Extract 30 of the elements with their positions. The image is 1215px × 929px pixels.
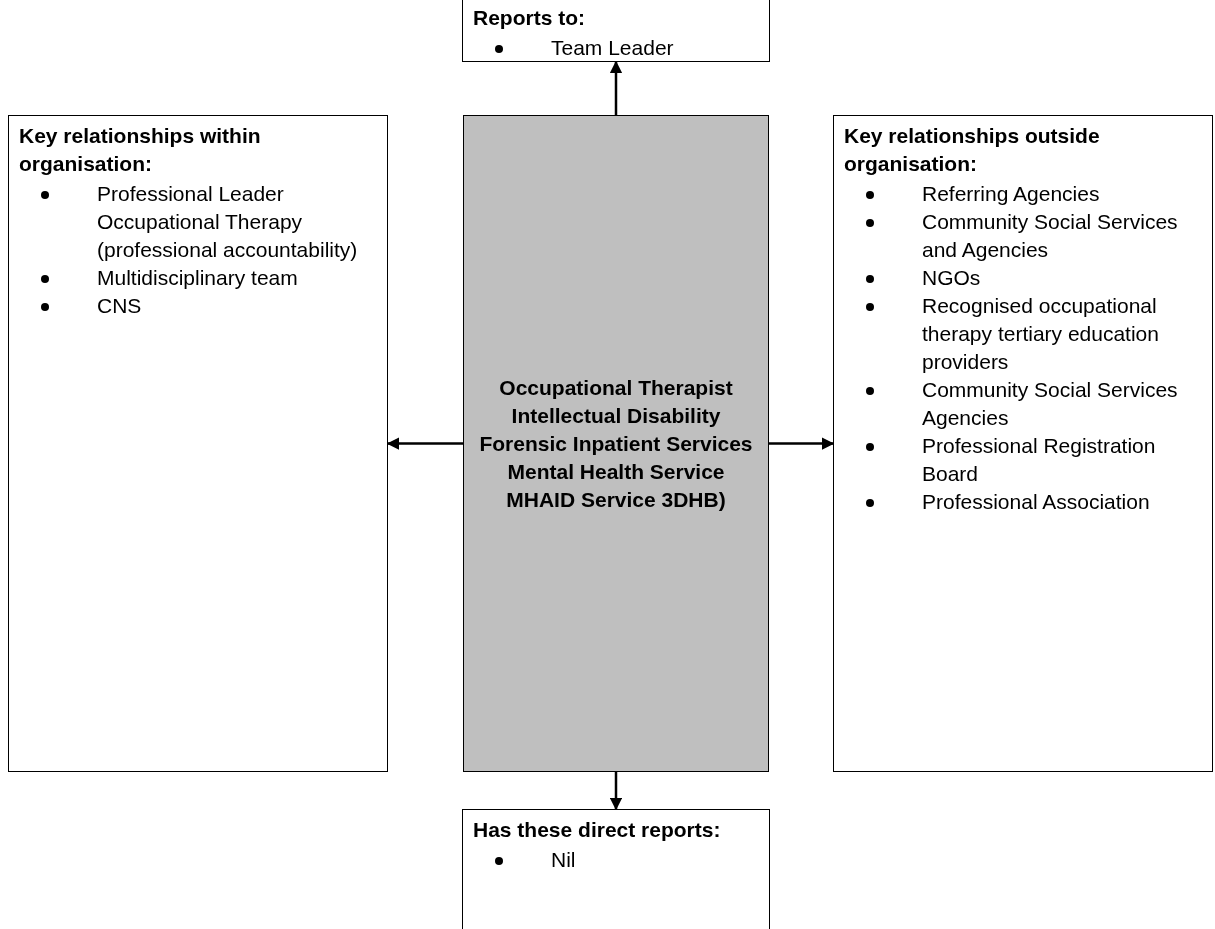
bullet-item: Community Social Services and Agencies <box>922 210 1178 261</box>
relationship-box <box>833 115 1213 772</box>
bullet-item: NGOs <box>922 266 981 289</box>
arrow <box>609 60 623 115</box>
relationship-box <box>8 115 388 772</box>
position-title: Intellectual Disability <box>511 402 721 429</box>
arrow <box>769 437 835 450</box>
relationship-box <box>462 809 770 929</box>
bullet-item: Multidisciplinary team <box>97 266 298 289</box>
bullet-item: Recognised occupational therapy tertiary education providers <box>922 294 1159 373</box>
bullet-item: Team Leader <box>551 36 674 59</box>
position-title: Mental Health Service <box>507 458 725 485</box>
position-title: Occupational Therapist <box>499 374 733 401</box>
box-heading: Has these direct reports: <box>473 817 722 843</box>
bullet-item: Professional Leader Occupational Therapy (professional accountability) <box>97 182 358 261</box>
position-title: Forensic Inpatient Services <box>479 430 753 457</box>
bullet-item: CNS <box>97 294 142 317</box>
arrow <box>386 437 463 450</box>
box-heading: Key relationships within organisation: <box>19 123 262 177</box>
bullet-item: Professional Association <box>922 490 1150 513</box>
box-heading: Reports to: <box>473 5 586 31</box>
bullet-item: Nil <box>551 848 576 871</box>
bullet-item: Professional Registration Board <box>922 434 1156 485</box>
arrow <box>609 772 623 811</box>
box-heading: Key relationships outside organisation: <box>844 123 1101 177</box>
position-box <box>463 115 769 772</box>
bullet-item: Community Social Services Agencies <box>922 378 1178 429</box>
position-title: MHAID Service 3DHB) <box>506 486 726 513</box>
relationship-box <box>462 0 770 62</box>
bullet-item: Referring Agencies <box>922 182 1100 205</box>
